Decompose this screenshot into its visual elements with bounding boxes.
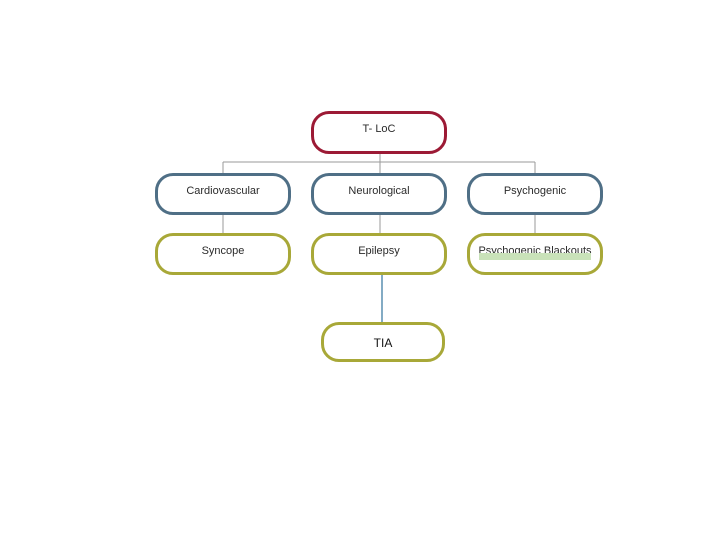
- node-psychogenic-label: Psychogenic: [503, 185, 567, 197]
- node-psychogenic: Psychogenic: [467, 173, 603, 215]
- node-neurological: Neurological: [311, 173, 447, 215]
- node-cardiovascular: Cardiovascular: [155, 173, 291, 215]
- node-neurological-label: Neurological: [348, 185, 410, 197]
- node-tia: TIA: [321, 322, 445, 362]
- node-root-label: T- LoC: [362, 123, 396, 135]
- node-epilepsy: Epilepsy: [311, 233, 447, 275]
- highlight-bar: [479, 253, 591, 260]
- node-tia-label: TIA: [373, 336, 393, 350]
- node-epilepsy-label: Epilepsy: [358, 245, 400, 257]
- node-syncope: Syncope: [155, 233, 291, 275]
- node-root-tloc: T- LoC: [311, 111, 447, 154]
- node-syncope-label: Syncope: [201, 245, 245, 257]
- node-cardiovascular-label: Cardiovascular: [186, 185, 260, 197]
